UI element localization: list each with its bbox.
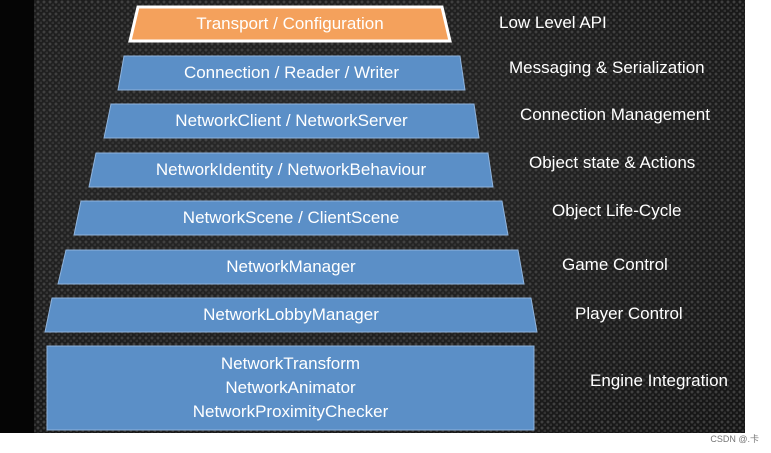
layer-shape-identity bbox=[88, 152, 494, 188]
diagram-canvas: Transport / Configuration Connection / R… bbox=[0, 0, 745, 433]
role-label-engine-integration: Engine Integration bbox=[590, 371, 728, 390]
layer-text: NetworkIdentity / NetworkBehaviour bbox=[155, 160, 427, 179]
layer-shape-base bbox=[46, 345, 535, 431]
role-label-player-control: Player Control bbox=[575, 304, 683, 323]
slide-left-margin bbox=[0, 0, 34, 433]
layer-label-identity: NetworkIdentity / NetworkBehaviour bbox=[89, 153, 493, 187]
role-label-messaging: Messaging & Serialization bbox=[509, 58, 705, 77]
layer-label-connection: Connection / Reader / Writer bbox=[118, 56, 465, 90]
layer-text: NetworkLobbyManager bbox=[203, 305, 379, 324]
base-line-transform: NetworkTransform bbox=[220, 354, 361, 373]
pyramid-shapes bbox=[44, 5, 538, 431]
role-label-game-control: Game Control bbox=[562, 255, 668, 274]
layer-label-transport: Transport / Configuration bbox=[130, 7, 450, 41]
base-line-proximity: NetworkProximityChecker bbox=[192, 402, 389, 421]
layer-label-lobby: NetworkLobbyManager bbox=[45, 298, 537, 332]
role-label-life-cycle: Object Life-Cycle bbox=[552, 201, 682, 220]
layer-text: Transport / Configuration bbox=[196, 14, 384, 33]
layer-text: NetworkManager bbox=[226, 257, 356, 276]
layer-shape-lobby bbox=[44, 297, 538, 333]
layer-text: NetworkScene / ClientScene bbox=[182, 208, 400, 227]
layer-shape-manager bbox=[57, 249, 525, 285]
watermark: CSDN @.卡 bbox=[710, 434, 759, 444]
layer-text: NetworkClient / NetworkServer bbox=[175, 111, 408, 130]
layer-label-client-server: NetworkClient / NetworkServer bbox=[104, 104, 479, 138]
layer-label-manager: NetworkManager bbox=[58, 250, 524, 284]
base-line-animator: NetworkAnimator bbox=[225, 378, 356, 397]
layer-shape-client-server bbox=[103, 103, 480, 139]
layer-shape-connection bbox=[117, 55, 466, 91]
role-label-object-state: Object state & Actions bbox=[529, 153, 696, 172]
role-label-connection-mgmt: Connection Management bbox=[520, 105, 710, 124]
layer-shape-transport bbox=[128, 5, 452, 43]
layer-shape-scene bbox=[73, 200, 509, 236]
layer-label-base: NetworkTransform NetworkAnimator Network… bbox=[47, 351, 534, 425]
layer-text: Connection / Reader / Writer bbox=[183, 63, 400, 82]
role-label-low-level: Low Level API bbox=[499, 13, 607, 32]
layer-label-scene: NetworkScene / ClientScene bbox=[74, 201, 508, 235]
